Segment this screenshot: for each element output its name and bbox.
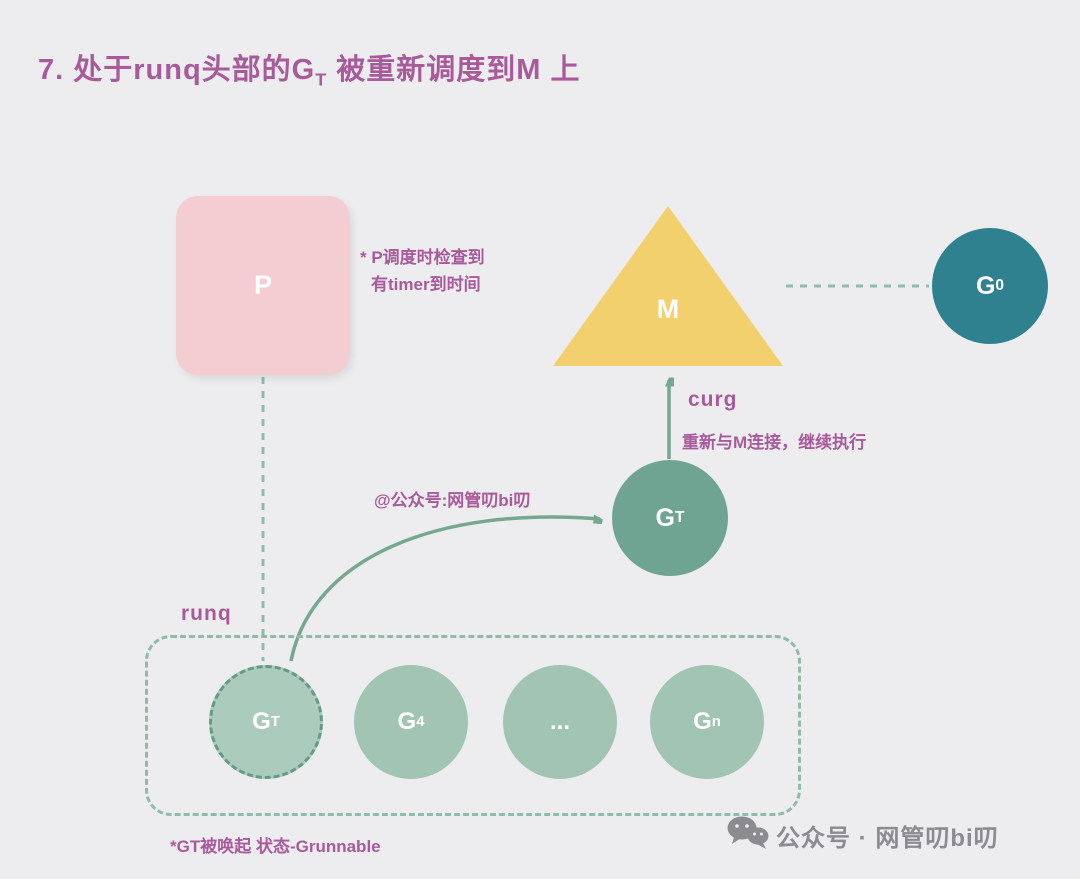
m-node-label: M — [656, 294, 680, 324]
runq-item-gt-label: G — [252, 708, 271, 735]
footer-brand: 公众号 · 网管叨bi叨 — [776, 825, 999, 852]
p-node: P — [176, 196, 350, 375]
runq-item-ellipsis-label: ... — [549, 708, 570, 735]
p-node-label: P — [253, 270, 272, 300]
runq-item-ellipsis: ... — [503, 665, 617, 779]
watermark-text: @公众号:网管叨bi叨 — [374, 491, 531, 510]
runq-gt-to-gt-curved-arrow — [289, 517, 600, 662]
gt-node-label: G — [655, 503, 675, 532]
runq-item-gn-sub: n — [711, 714, 721, 730]
p-annotation-line1: * P调度时检查到 — [360, 248, 485, 267]
g0-node-label: G — [975, 271, 996, 300]
runq-item-g4-label: G — [397, 708, 417, 735]
page-title: 7. 处于runq头部的GT 被重新调度到M 上 — [38, 46, 581, 90]
g0-node-sub: 0 — [995, 277, 1005, 294]
page-title-sub: T — [315, 69, 328, 90]
page-title-text-1: 7. 处于runq头部的G — [38, 54, 316, 86]
page-title-text-2: 被重新调度到M 上 — [327, 54, 581, 86]
gt-node-sub: T — [674, 509, 685, 526]
curg-label: curg — [688, 388, 738, 411]
runq-item-gt-sub: T — [270, 714, 280, 730]
runq-item-gn-label: G — [693, 708, 712, 735]
bottom-note: *GT被唤起 状态-Grunnable — [170, 837, 381, 856]
runq-container — [145, 635, 801, 816]
p-annotation-line2: 有timer到时间 — [371, 275, 481, 294]
runq-label: runq — [181, 602, 232, 625]
reconnect-note: 重新与M连接，继续执行 — [682, 433, 867, 452]
wechat-icon — [727, 816, 769, 849]
m-node: M — [553, 206, 783, 366]
m-triangle-shape — [553, 206, 783, 366]
runq-item-g4-sub: 4 — [416, 714, 425, 730]
